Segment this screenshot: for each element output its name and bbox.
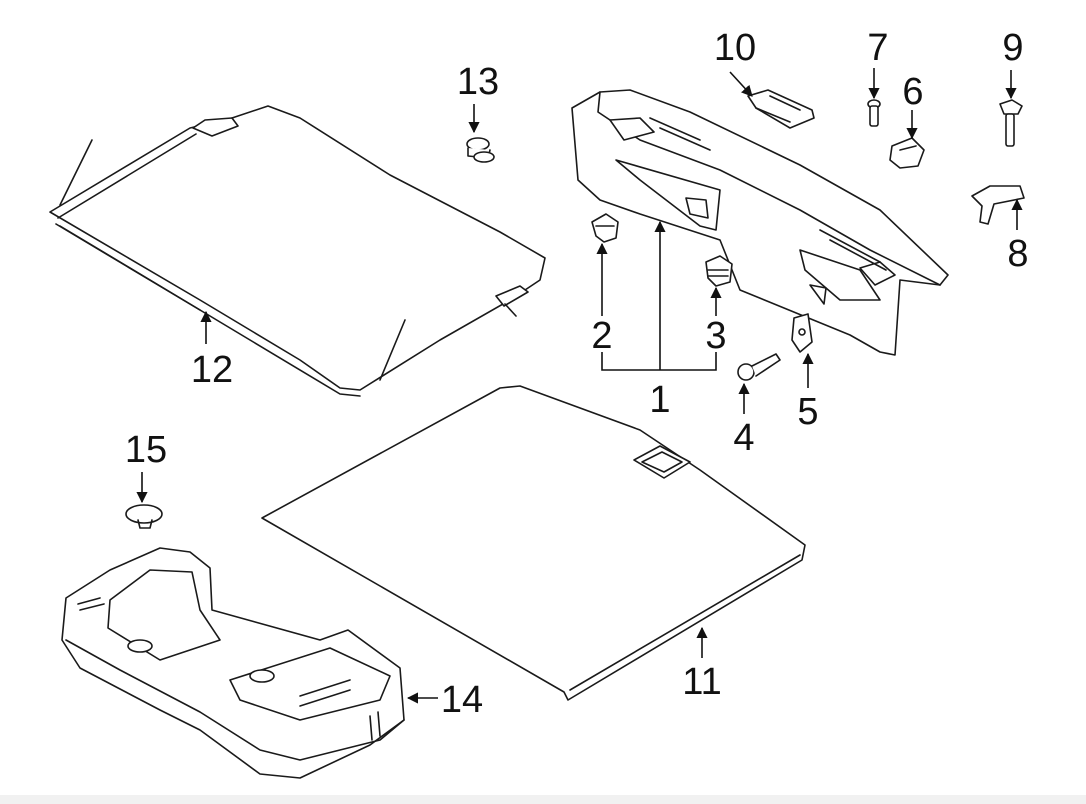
part-11-load-floor: [262, 386, 805, 700]
part-13-push-clip: [467, 138, 494, 162]
bottom-strip: [0, 795, 1086, 804]
part-10-bracket: [748, 90, 814, 128]
part-7-screw: [868, 100, 880, 126]
part-3-clip: [706, 256, 732, 286]
part-14-storage-tray: [62, 548, 404, 778]
callout-4: 4: [733, 417, 754, 459]
part-1-sill-trim-panel: [572, 90, 948, 355]
callout-numbers: 13 10 7 6 9 8 12 2 3 1 4 5 15 11 14: [125, 27, 1029, 721]
callout-13: 13: [457, 61, 499, 103]
callout-6: 6: [902, 71, 923, 113]
callout-10: 10: [714, 27, 756, 69]
part-5-clip: [792, 314, 812, 352]
callout-2: 2: [591, 315, 612, 357]
callout-5: 5: [797, 391, 818, 433]
part-8-bracket: [972, 186, 1024, 224]
callout-9: 9: [1002, 27, 1023, 69]
part-4-bolt: [738, 354, 780, 380]
leader-10: [729, 71, 753, 97]
callout-15: 15: [125, 429, 167, 471]
callout-3: 3: [705, 315, 726, 357]
callout-7: 7: [867, 27, 888, 69]
callout-8: 8: [1007, 233, 1028, 275]
part-9-bolt: [1000, 100, 1022, 146]
callout-1: 1: [649, 379, 670, 421]
callout-14: 14: [441, 679, 483, 721]
part-6-clip: [890, 138, 924, 168]
callout-12: 12: [191, 349, 233, 391]
leader-bracket-1: [601, 352, 717, 371]
part-15-plug: [126, 505, 162, 528]
part-2-clip: [592, 214, 618, 242]
leader-lines: [136, 68, 1023, 704]
callout-11: 11: [682, 661, 721, 703]
part-12-cargo-cover: [50, 106, 545, 396]
